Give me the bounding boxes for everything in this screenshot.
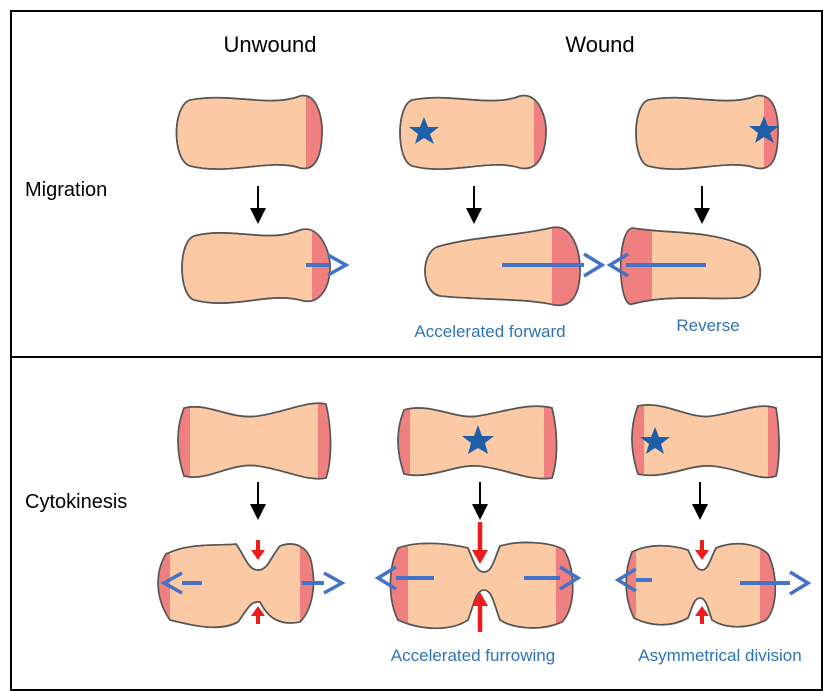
row-label-cytokinesis: Cytokinesis <box>25 491 127 513</box>
cell-cyto-unwound-after <box>152 530 318 640</box>
caption-reverse: Reverse <box>676 316 739 335</box>
cell-unwound-before <box>177 80 337 190</box>
cell-cyto-wound-asym-before <box>624 395 788 490</box>
header-wound: Wound <box>565 32 634 57</box>
caption-accelerated-furrowing: Accelerated furrowing <box>391 646 555 665</box>
row-label-migration: Migration <box>25 179 107 201</box>
cell-wound-reverse-before <box>636 80 794 190</box>
caption-accelerated-forward: Accelerated forward <box>414 322 565 341</box>
caption-asymmetrical-division: Asymmetrical division <box>638 646 801 665</box>
cell-cyto-unwound-before <box>170 395 338 490</box>
header-unwound: Unwound <box>224 32 317 57</box>
cell-cyto-wound-furrow-before <box>390 395 564 490</box>
cell-wound-forward-before <box>400 80 564 190</box>
